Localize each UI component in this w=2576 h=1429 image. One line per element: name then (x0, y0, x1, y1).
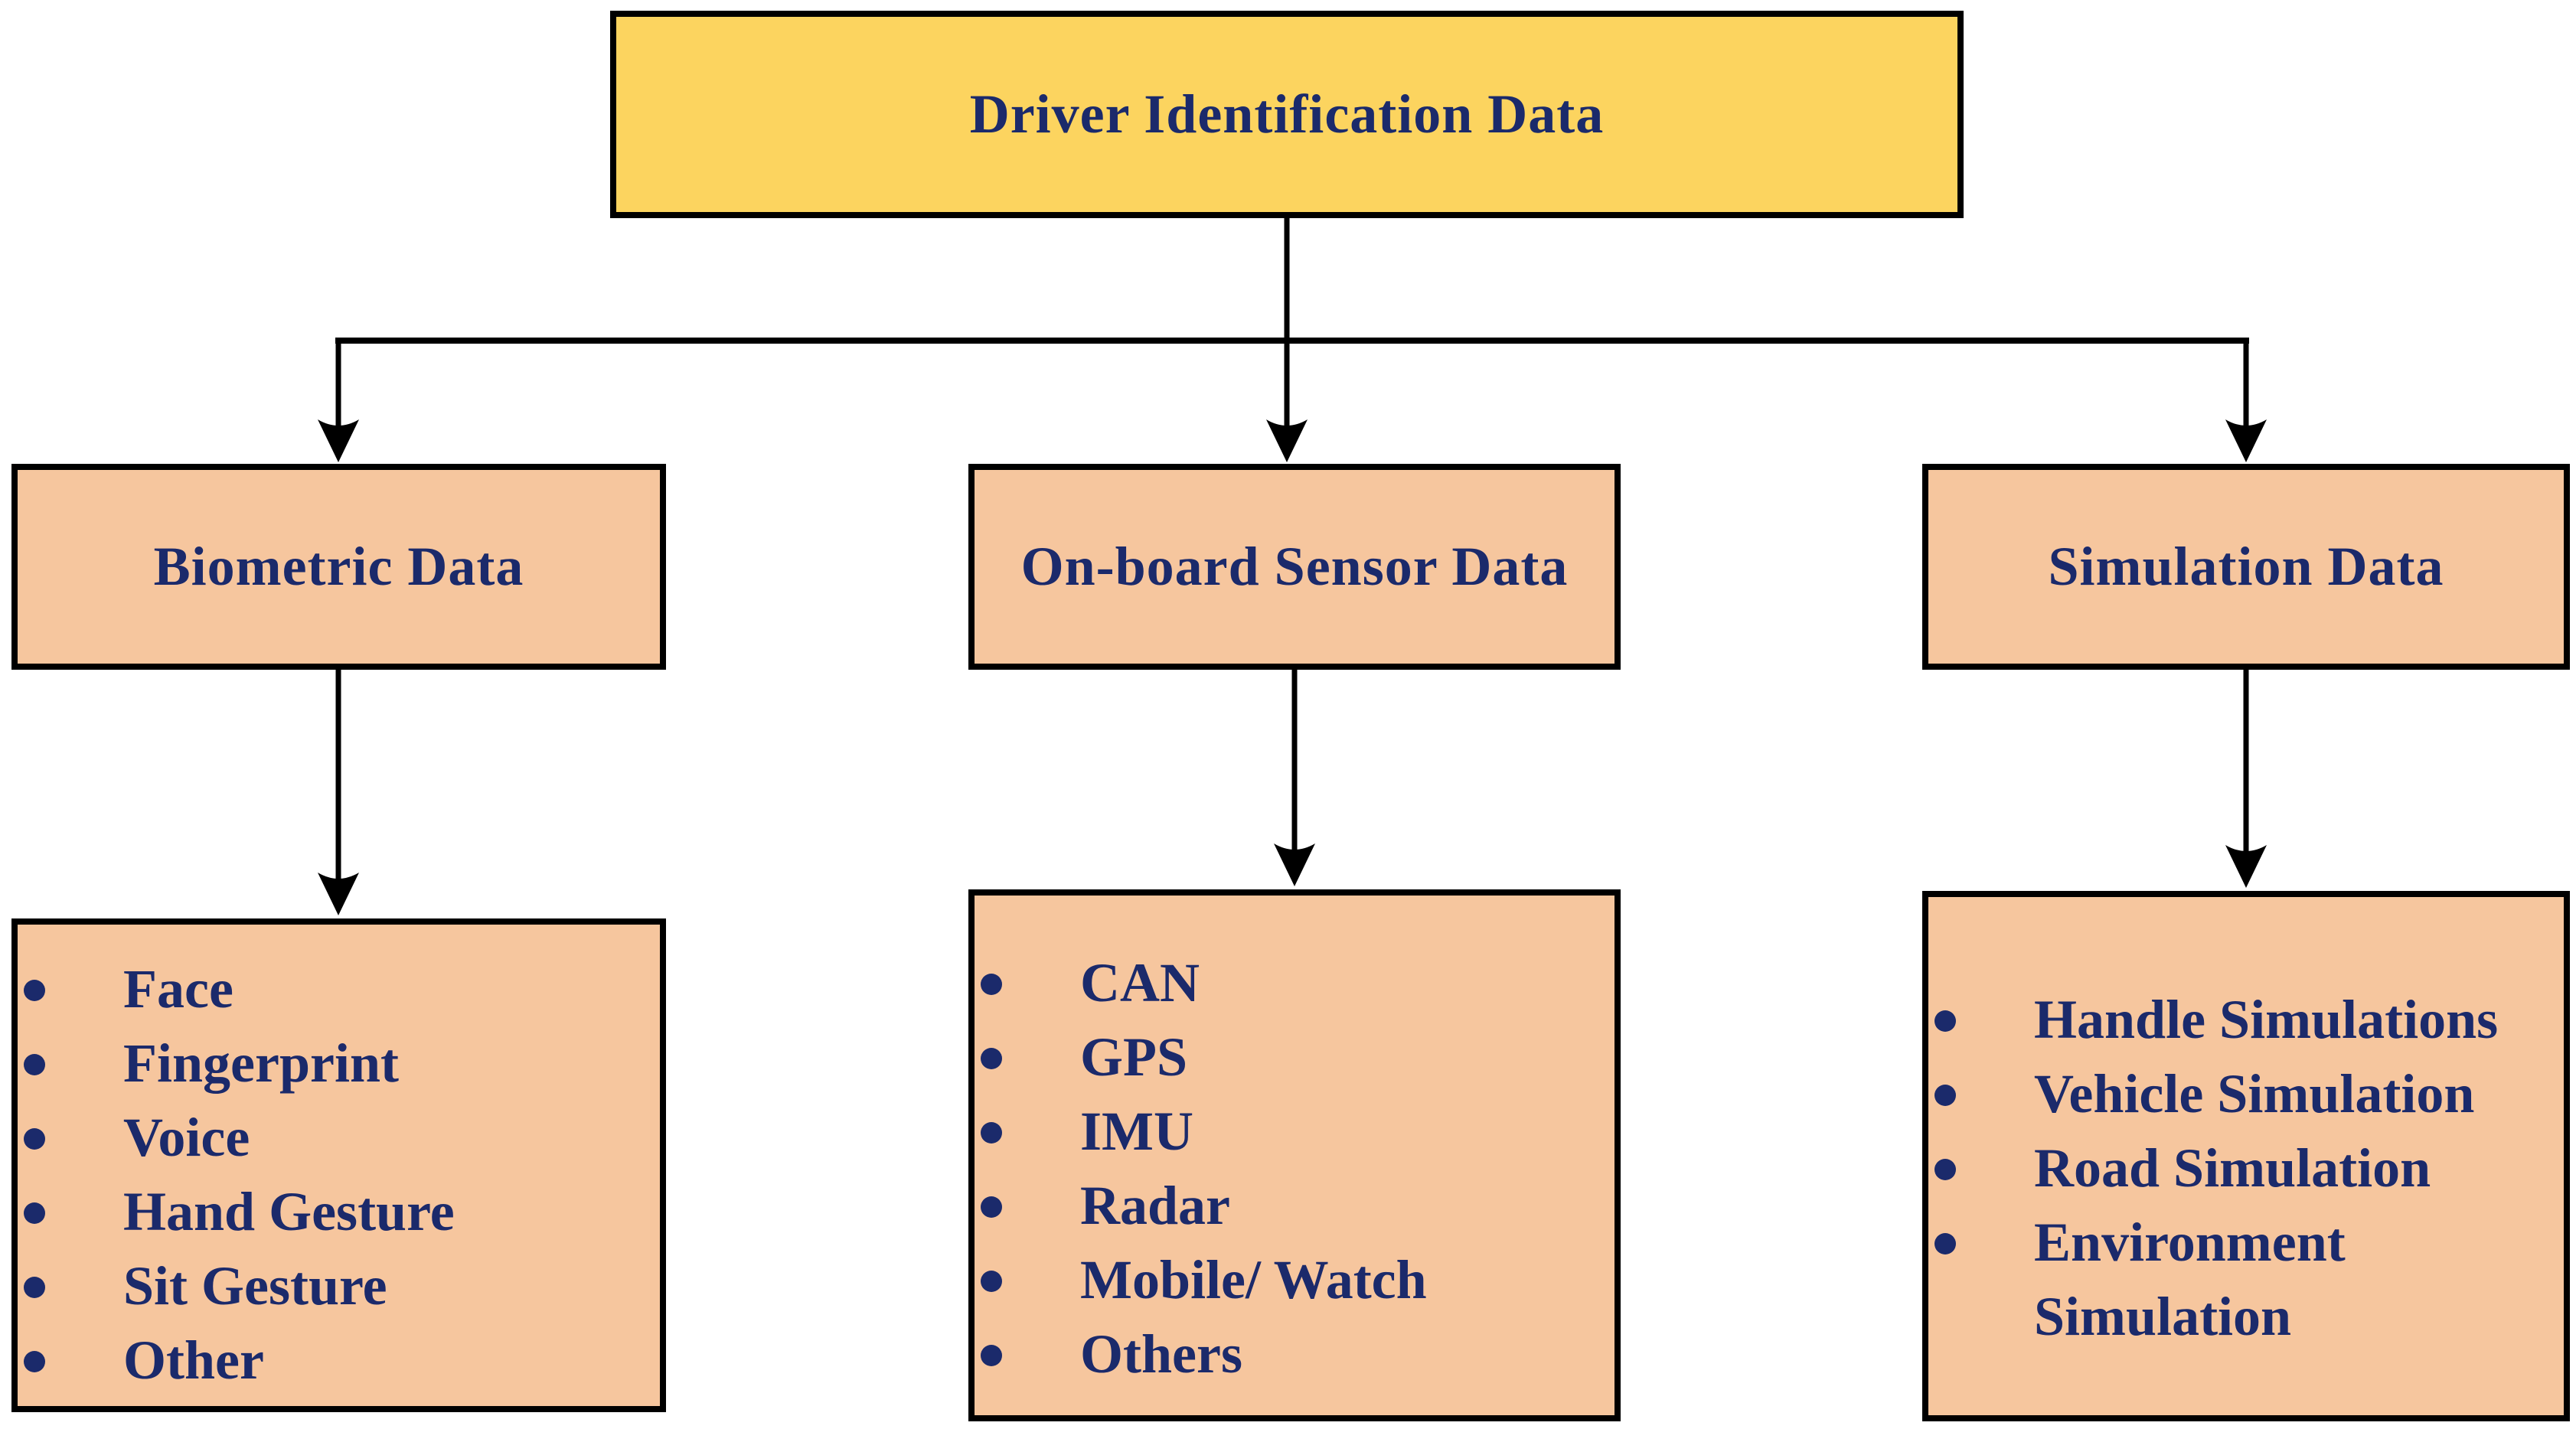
bullet-icon (1934, 1233, 1956, 1254)
list-item-label: CAN (1080, 952, 1200, 1013)
list-item: Fingerprint (18, 1026, 660, 1101)
list-item-label: Others (1080, 1323, 1242, 1385)
list-item-label: Voice (123, 1107, 250, 1168)
branch-node-label: Simulation Data (2048, 536, 2444, 597)
bullet-icon (981, 1048, 1002, 1069)
list-item: Radar (975, 1169, 1614, 1243)
branch-node-label: On-board Sensor Data (1020, 536, 1569, 597)
branch-node-simulation-data: Simulation Data (1922, 464, 2570, 670)
branch-node-label: Biometric Data (153, 536, 524, 597)
bullet-icon (1934, 1010, 1956, 1032)
list-item-label: Fingerprint (123, 1033, 399, 1094)
root-node-driver-identification-data: Driver Identification Data (610, 11, 1964, 218)
list-item: CAN (975, 946, 1614, 1020)
bullet-icon (981, 1271, 1002, 1292)
list-item: Face (18, 952, 660, 1026)
bullet-icon (24, 1202, 45, 1224)
list-item-label: Sit Gesture (123, 1255, 387, 1316)
list-item: IMU (975, 1095, 1614, 1169)
list-item: Voice (18, 1101, 660, 1175)
list-item-label: Handle Simulations (2034, 989, 2499, 1050)
list-item: GPS (975, 1020, 1614, 1095)
bullet-icon (24, 1351, 45, 1372)
list-item-label: Vehicle Simulation (2034, 1063, 2475, 1124)
bullet-icon (981, 1122, 1002, 1144)
list-item-label: Environment Simulation (2034, 1212, 2346, 1347)
bullet-icon (1934, 1159, 1956, 1180)
bullet-icon (981, 974, 1002, 995)
list-item-label: Face (123, 958, 233, 1020)
arrowhead-icon (318, 873, 359, 915)
bullet-icon (24, 980, 45, 1001)
bullet-icon (24, 1054, 45, 1075)
list-item-label: Radar (1080, 1175, 1230, 1236)
bullet-icon (981, 1196, 1002, 1218)
list-box-biometric-items: Face Fingerprint Voice Hand Gesture Sit … (11, 918, 666, 1412)
list-item: Handle Simulations (1928, 983, 2564, 1057)
list-item: Sit Gesture (18, 1249, 660, 1323)
list-item-label: GPS (1080, 1026, 1188, 1088)
arrowhead-icon (2225, 845, 2267, 888)
list-item: Other (18, 1323, 660, 1398)
arrowhead-icon (2225, 419, 2267, 462)
root-node-label: Driver Identification Data (969, 83, 1605, 145)
list-item-label: Road Simulation (2034, 1137, 2431, 1199)
list-item: Hand Gesture (18, 1175, 660, 1249)
list-item-label: Mobile/ Watch (1080, 1249, 1427, 1310)
arrowhead-icon (1274, 843, 1315, 886)
bullet-icon (24, 1128, 45, 1150)
list-item: Others (975, 1317, 1614, 1391)
list-item: Vehicle Simulation (1928, 1057, 2564, 1131)
bullet-icon (24, 1277, 45, 1298)
list-item-label: Other (123, 1329, 264, 1391)
arrowhead-icon (1266, 419, 1308, 462)
bullet-icon (981, 1345, 1002, 1366)
list-item-label: Hand Gesture (123, 1181, 455, 1242)
list-item: Road Simulation (1928, 1131, 2564, 1206)
list-box-sensor-items: CAN GPS IMU Radar Mobile/ Watch Others (968, 889, 1621, 1421)
list-item: Mobile/ Watch (975, 1243, 1614, 1317)
arrowhead-icon (318, 419, 359, 462)
list-item-label: IMU (1080, 1101, 1193, 1162)
list-item: Environment Simulation (1928, 1206, 2564, 1354)
branch-node-onboard-sensor-data: On-board Sensor Data (968, 464, 1621, 670)
branch-node-biometric-data: Biometric Data (11, 464, 666, 670)
list-box-simulation-items: Handle Simulations Vehicle Simulation Ro… (1922, 891, 2570, 1421)
bullet-icon (1934, 1085, 1956, 1106)
